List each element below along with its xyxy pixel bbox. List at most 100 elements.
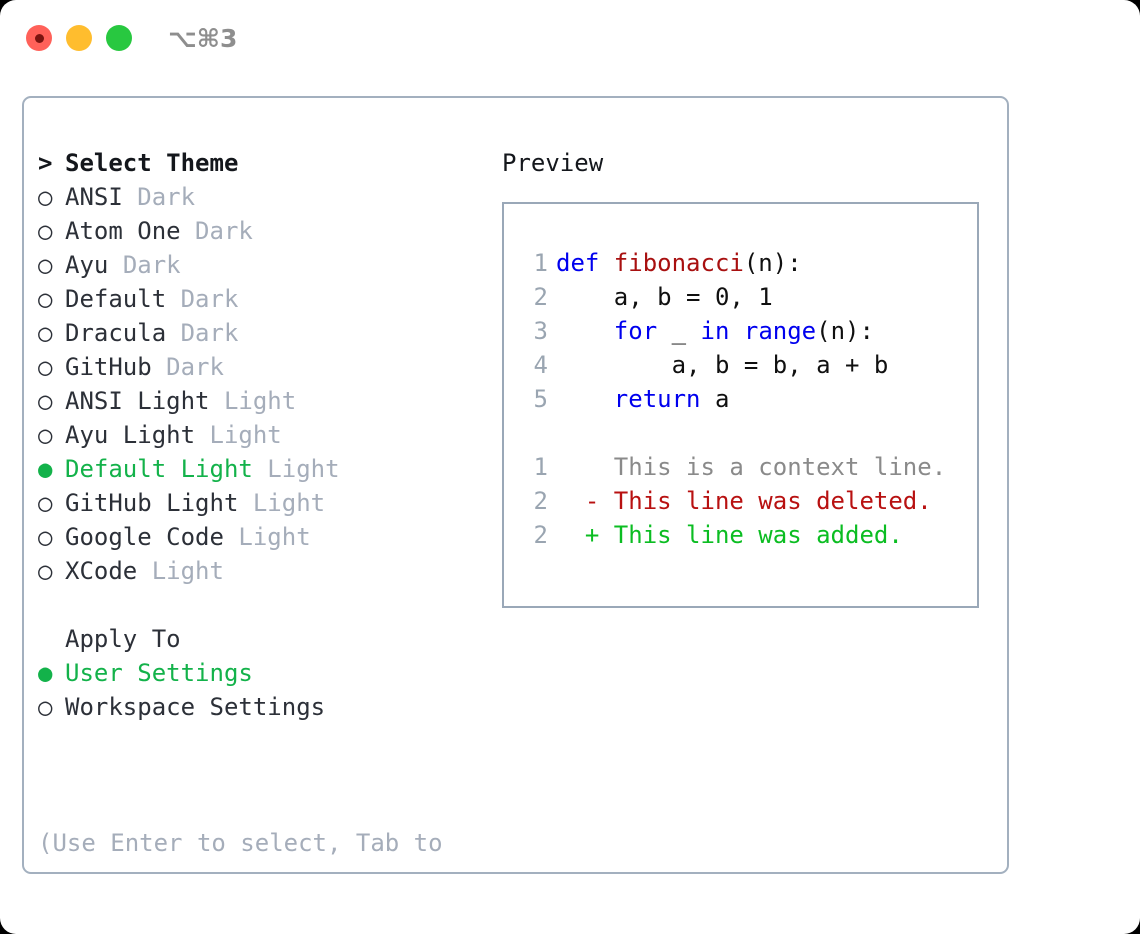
apply-to-item[interactable]: ○ Workspace Settings [38,690,498,724]
theme-category-tag: Dark [180,319,239,347]
theme-list-item[interactable]: ○ Ayu Light Light [38,418,498,452]
theme-list-heading-label: Select Theme [65,149,239,177]
code-token: fibonacci [613,249,744,277]
code-line-number: 3 [533,317,548,345]
maximize-button[interactable] [106,25,132,51]
close-button[interactable] [26,25,52,51]
diff-marker: + [584,521,600,549]
theme-list-item[interactable]: ○Default Dark [38,282,498,316]
code-token: a, b = 0, 1 [556,283,773,311]
code-token [729,317,743,345]
code-token: in [700,317,730,345]
apply-to-heading-label: Apply To [65,625,181,653]
theme-name-tag-gap [210,387,224,415]
radio-unselected-icon[interactable]: ○ [38,693,53,721]
code-line: 3 for _ in range(n): [518,314,971,348]
code-line: 2 a, b = 0, 1 [518,280,971,314]
apply-to-heading-indent: · [38,622,65,656]
code-token: a [700,385,730,413]
theme-list-item[interactable]: ○Ayu Dark [38,248,498,282]
radio-selected-icon[interactable]: ● [38,659,53,687]
theme-category-tag: Light [209,421,282,449]
theme-category-tag: Light [151,557,224,585]
code-line-number: 1 [533,249,548,277]
theme-category-tag: Dark [166,353,224,381]
theme-list-item[interactable]: ○ Dracula Dark [38,316,498,350]
theme-category-tag: Light [252,489,326,517]
code-line-number: 4 [533,351,548,379]
code-token: (n): [743,249,802,277]
theme-list-item[interactable]: ○XCode Light [38,554,498,588]
help-text-line-1: (Use Enter to select, Tab to [38,829,443,857]
diff-gutter-gap [556,453,585,481]
radio-unselected-icon[interactable]: ○ [38,285,53,313]
radio-unselected-icon[interactable]: ○ [38,421,53,449]
radio-unselected-icon[interactable]: ○ [38,251,53,279]
code-line-number: 5 [533,385,548,413]
code-token [556,385,614,413]
code-token: return [613,385,701,413]
list-spacer [38,588,498,622]
theme-name-tag-gap [224,523,238,551]
radio-unselected-icon[interactable]: ○ [38,183,53,211]
code-token: (n): [816,317,874,345]
theme-name: GitHub Light [65,489,239,517]
theme-list-column: >Select Theme ○ANSI Dark○Atom One Dark○A… [38,146,498,934]
theme-list: ○ANSI Dark○Atom One Dark○Ayu Dark○Defaul… [38,180,498,588]
code-line: 5 return a [518,382,971,416]
theme-category-tag: Light [238,523,311,551]
help-text: (Use Enter to select, Tab to change focu… [38,758,458,934]
radio-unselected-icon[interactable]: ○ [38,489,53,517]
diff-text: This line was added. [599,521,903,549]
code-line: 4 a, b = b, a + b [518,348,971,382]
theme-name: Ayu Light [65,421,196,449]
theme-list-item[interactable]: ○ GitHub Light Light [38,486,498,520]
theme-name-tag-gap [195,421,209,449]
radio-selected-icon[interactable]: ● [38,455,53,483]
apply-to-label: User Settings [65,659,253,687]
theme-list-item[interactable]: ○ANSI Dark [38,180,498,214]
theme-list-item[interactable]: ○GitHub Dark [38,350,498,384]
diff-marker [585,453,599,481]
apply-to-heading: ·Apply To [38,622,498,656]
diff-line-number: 1 [533,453,548,481]
code-token: _ [657,317,701,345]
theme-list-item[interactable]: ○Atom One Dark [38,214,498,248]
apply-to-item[interactable]: ● User Settings [38,656,498,690]
radio-unselected-icon[interactable]: ○ [38,387,53,415]
theme-category-tag: Light [223,387,297,415]
theme-name: Dracula [65,319,167,347]
theme-name-tag-gap [137,557,151,585]
prompt-caret-icon: > [38,149,53,177]
code-token: for [613,317,658,345]
theme-category-tag: Light [267,455,340,483]
theme-list-item[interactable]: ●Default Light Light [38,452,498,486]
theme-list-item[interactable]: ○ANSI Light Light [38,384,498,418]
radio-unselected-icon[interactable]: ○ [38,217,53,245]
code-token: a, b = b, a + b [556,351,889,379]
radio-unselected-icon[interactable]: ○ [38,523,53,551]
diff-line-number: 2 [533,487,548,515]
diff-line-number: 2 [533,521,548,549]
theme-name-tag-gap [166,319,180,347]
theme-list-item[interactable]: ○ Google Code Light [38,520,498,554]
radio-unselected-icon[interactable]: ○ [38,557,53,585]
theme-name-tag-gap [166,285,180,313]
minimize-button[interactable] [66,25,92,51]
theme-name: Ayu [65,251,109,279]
radio-unselected-icon[interactable]: ○ [38,319,53,347]
apply-to-list: ● User Settings ○ Workspace Settings [38,656,498,724]
diff-gutter-gap [556,521,585,549]
apply-to-label: Workspace Settings [65,693,326,721]
theme-category-tag: Dark [180,285,239,313]
radio-unselected-icon[interactable]: ○ [38,353,53,381]
code-token: range [743,317,817,345]
theme-list-heading: > Select Theme [38,146,498,180]
theme-name-tag-gap [152,353,166,381]
theme-name: Google Code [65,523,224,551]
